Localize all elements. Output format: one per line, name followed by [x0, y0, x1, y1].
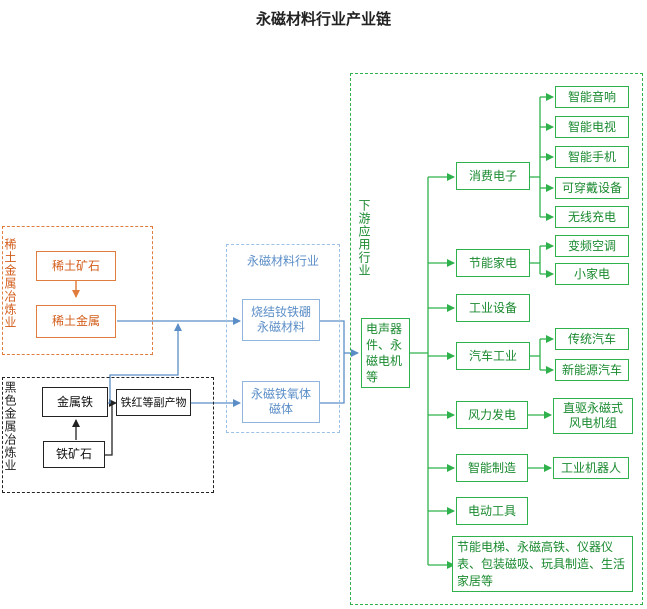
inverter-ac-node: 变频空调: [555, 235, 629, 257]
rare-earth-group-label: 稀土金属冶炼业: [3, 238, 17, 329]
direct-drive-wind-turbine-node: 直驱永磁式风电机组: [553, 398, 633, 434]
rare-earth-ore-node: 稀土矿石: [36, 251, 116, 281]
motor-components-node: 电声器件、永磁电机等: [361, 318, 410, 388]
rare-earth-smelting-group: [2, 226, 153, 355]
ferrous-group-label: 黑色金属冶炼业: [3, 381, 17, 472]
traditional-car-node: 传统汽车: [555, 328, 629, 350]
ferrous-smelting-group: [2, 377, 214, 493]
iron-red-byproduct-node: 铁红等副产物: [116, 389, 191, 416]
downstream-application-group: [350, 73, 643, 605]
downstream-group-label: 下游应用行业: [357, 199, 371, 277]
industrial-equipment-node: 工业设备: [456, 294, 530, 322]
other-applications-node: 节能电梯、永磁高铁、仪器仪表、包装磁吸、玩具制造、生活家居等: [452, 536, 633, 592]
energy-saving-appliance-node: 节能家电: [456, 249, 530, 277]
sintered-ndfeb-node: 烧结钕铁硼永磁材料: [242, 299, 320, 341]
smart-manufacturing-node: 智能制造: [456, 454, 528, 482]
ferrite-magnet-node: 永磁铁氧体磁体: [242, 381, 320, 423]
small-appliance-node: 小家电: [555, 263, 629, 285]
smart-tv-node: 智能电视: [555, 116, 629, 138]
magnet-industry-group: [226, 244, 340, 433]
rare-earth-metal-node: 稀土金属: [36, 305, 116, 338]
smartphone-node: 智能手机: [555, 146, 629, 168]
magnet-industry-group-label: 永磁材料行业: [246, 254, 319, 268]
wearable-device-node: 可穿戴设备: [555, 177, 629, 199]
consumer-electronics-node: 消费电子: [456, 162, 530, 190]
wireless-charging-node: 无线充电: [555, 206, 629, 228]
smart-speaker-node: 智能音响: [555, 86, 629, 108]
iron-ore-node: 铁矿石: [43, 441, 105, 468]
metal-iron-node: 金属铁: [42, 387, 108, 417]
new-energy-vehicle-node: 新能源汽车: [555, 359, 629, 381]
automotive-node: 汽车工业: [456, 342, 530, 370]
industrial-robot-node: 工业机器人: [553, 457, 629, 479]
wind-power-node: 风力发电: [456, 401, 528, 429]
page-title: 永磁材料行业产业链: [255, 10, 391, 28]
power-tools-node: 电动工具: [456, 497, 528, 525]
